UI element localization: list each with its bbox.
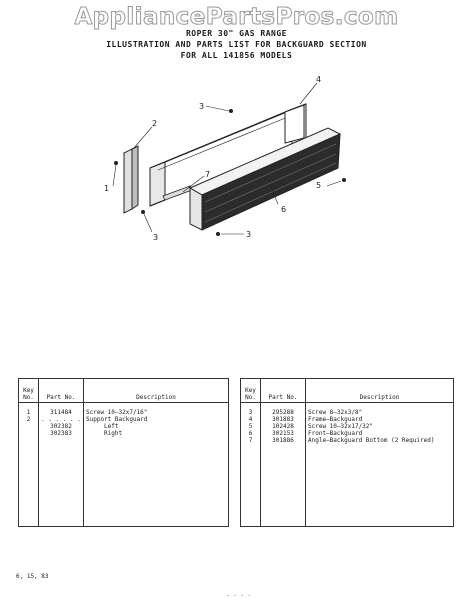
header-key: Key No. — [18, 378, 39, 403]
header-description: Description — [305, 378, 454, 403]
part-cell: 302383 — [38, 430, 84, 527]
key-cell: 4 — [240, 416, 261, 423]
key-cell: 2 — [18, 416, 39, 423]
description-cell: Screw 10–32x7/16" — [83, 402, 229, 416]
header-models: FOR ALL 141856 MODELS — [180, 51, 293, 60]
table-row: 302383 Right — [18, 430, 229, 527]
table-row: 4 301883 Frame–Backguard — [240, 416, 454, 423]
parts-table-right: Key No. Part No. Description 3 295288 Sc… — [240, 378, 454, 527]
description-cell: Screw 10–32x17/32" — [305, 423, 454, 430]
callout-7: 7 — [205, 170, 210, 179]
screw-1 — [114, 161, 118, 165]
key-cell — [18, 430, 39, 527]
part-cell: 301886 — [260, 437, 306, 527]
description-cell: Angle–Backguard Bottom (2 Required) — [305, 437, 454, 527]
header-key: Key No. — [240, 378, 261, 403]
table-row: 1 311484 Screw 10–32x7/16" — [18, 402, 229, 416]
callout-1: 1 — [104, 184, 109, 193]
watermark-text: AppliancePartsPros.com — [74, 4, 399, 31]
key-cell: 1 — [18, 402, 39, 416]
front-backguard — [188, 127, 342, 231]
callout-3-left: 3 — [153, 233, 158, 242]
description-cell: Frame–Backguard — [305, 416, 454, 423]
part-cell: 302153 — [260, 430, 306, 437]
part-cell: 302382 — [38, 423, 84, 430]
description-cell: Left — [83, 423, 229, 430]
table-row: 302382 Left — [18, 423, 229, 430]
part-cell: 102428 — [260, 423, 306, 430]
description-cell: Right — [83, 430, 229, 527]
key-cell: 6 — [240, 430, 261, 437]
header-description: Description — [83, 378, 229, 403]
table-row: 6 302153 Front–Backguard — [240, 430, 454, 437]
key-cell: 3 — [240, 402, 261, 416]
header-subtitle: ILLUSTRATION AND PARTS LIST FOR BACKGUAR… — [106, 40, 367, 49]
table-row: 2 . . . . . . Support Backguard — [18, 416, 229, 423]
callout-6: 6 — [281, 205, 286, 214]
description-cell: Support Backguard — [83, 416, 229, 423]
header-part: Part No. — [38, 378, 84, 403]
footer-date: 6, 15, 83 — [16, 573, 49, 580]
callout-3-bottom: 3 — [246, 230, 251, 239]
description-cell: Screw 8–32x3/8" — [305, 402, 454, 416]
callout-5: 5 — [316, 181, 321, 190]
screw-3-left — [141, 210, 145, 214]
key-cell: 7 — [240, 437, 261, 527]
callout-4: 4 — [316, 75, 321, 84]
key-cell — [18, 423, 39, 430]
table-row: 7 301886 Angle–Backguard Bottom (2 Requi… — [240, 437, 454, 527]
callout-3-top: 3 — [199, 102, 204, 111]
exploded-parts-illustration: 4 2 3 1 7 5 6 3 3 — [104, 75, 346, 242]
page-mark: - - - - — [226, 592, 252, 599]
screw-5 — [342, 178, 346, 182]
header-title: ROPER 30" GAS RANGE — [185, 29, 287, 38]
screws — [114, 109, 346, 236]
table-row: 5 102428 Screw 10–32x17/32" — [240, 423, 454, 430]
parts-table-left: Key No. Part No. Description 1 311484 Sc… — [18, 378, 229, 527]
support-backguard — [123, 145, 139, 214]
key-cell: 5 — [240, 423, 261, 430]
screw-3-top — [229, 109, 233, 113]
header-part: Part No. — [260, 378, 306, 403]
part-cell: 311484 — [38, 402, 84, 416]
screw-3-bottom — [216, 232, 220, 236]
part-cell: 301883 — [260, 416, 306, 423]
callout-2: 2 — [152, 119, 157, 128]
description-cell: Front–Backguard — [305, 430, 454, 437]
leader-lines — [112, 82, 342, 235]
part-cell: 295288 — [260, 402, 306, 416]
part-cell: . . . . . . — [38, 416, 84, 423]
table-row: 3 295288 Screw 8–32x3/8" — [240, 402, 454, 416]
